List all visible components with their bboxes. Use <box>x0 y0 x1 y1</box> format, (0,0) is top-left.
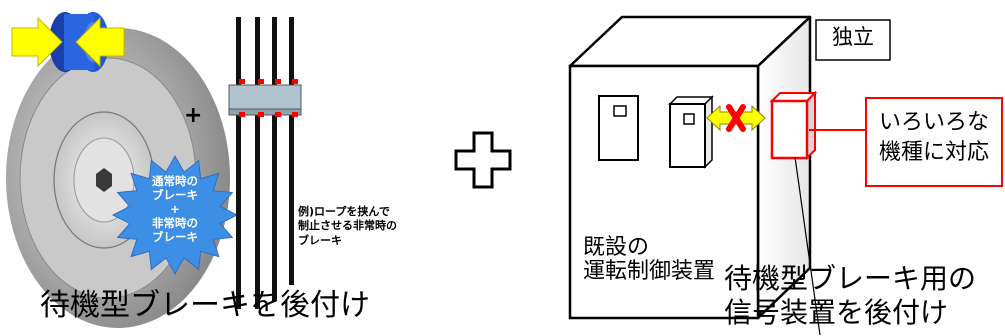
burst-label: 通常時の ブレーキ + 非常時の ブレーキ <box>152 174 198 245</box>
independent-label-box <box>815 19 891 61</box>
hoist-ropes <box>236 17 294 309</box>
red-x-icon <box>726 104 746 132</box>
signal-device <box>769 90 818 161</box>
left-caption: 待機型ブレーキを後付け <box>40 288 370 323</box>
brake-burst-icon <box>111 155 239 275</box>
combine-plus-icon <box>454 131 512 189</box>
controller-label: 既設の 運転制御装置 <box>583 235 716 285</box>
callout-box <box>865 97 1003 187</box>
hub-nut-icon <box>96 168 112 192</box>
clamp-arrow-left-icon <box>11 16 63 68</box>
clamp-arrow-right-icon <box>75 16 125 68</box>
panel-device-1 <box>598 95 639 161</box>
leader-line <box>794 156 821 336</box>
rope-clamp <box>228 79 302 117</box>
callout-label: いろいろな 機種に対応 <box>878 110 989 165</box>
panel-device-2 <box>668 95 714 169</box>
rope-brake-note: 例)ロープを挟んで 制止させる非常時の ブレーキ <box>298 205 397 247</box>
right-caption: 待機型ブレーキ用の 信号装置を後付け <box>724 262 977 329</box>
plus-sign: + <box>184 103 203 128</box>
independent-label: 独立 <box>832 25 874 49</box>
